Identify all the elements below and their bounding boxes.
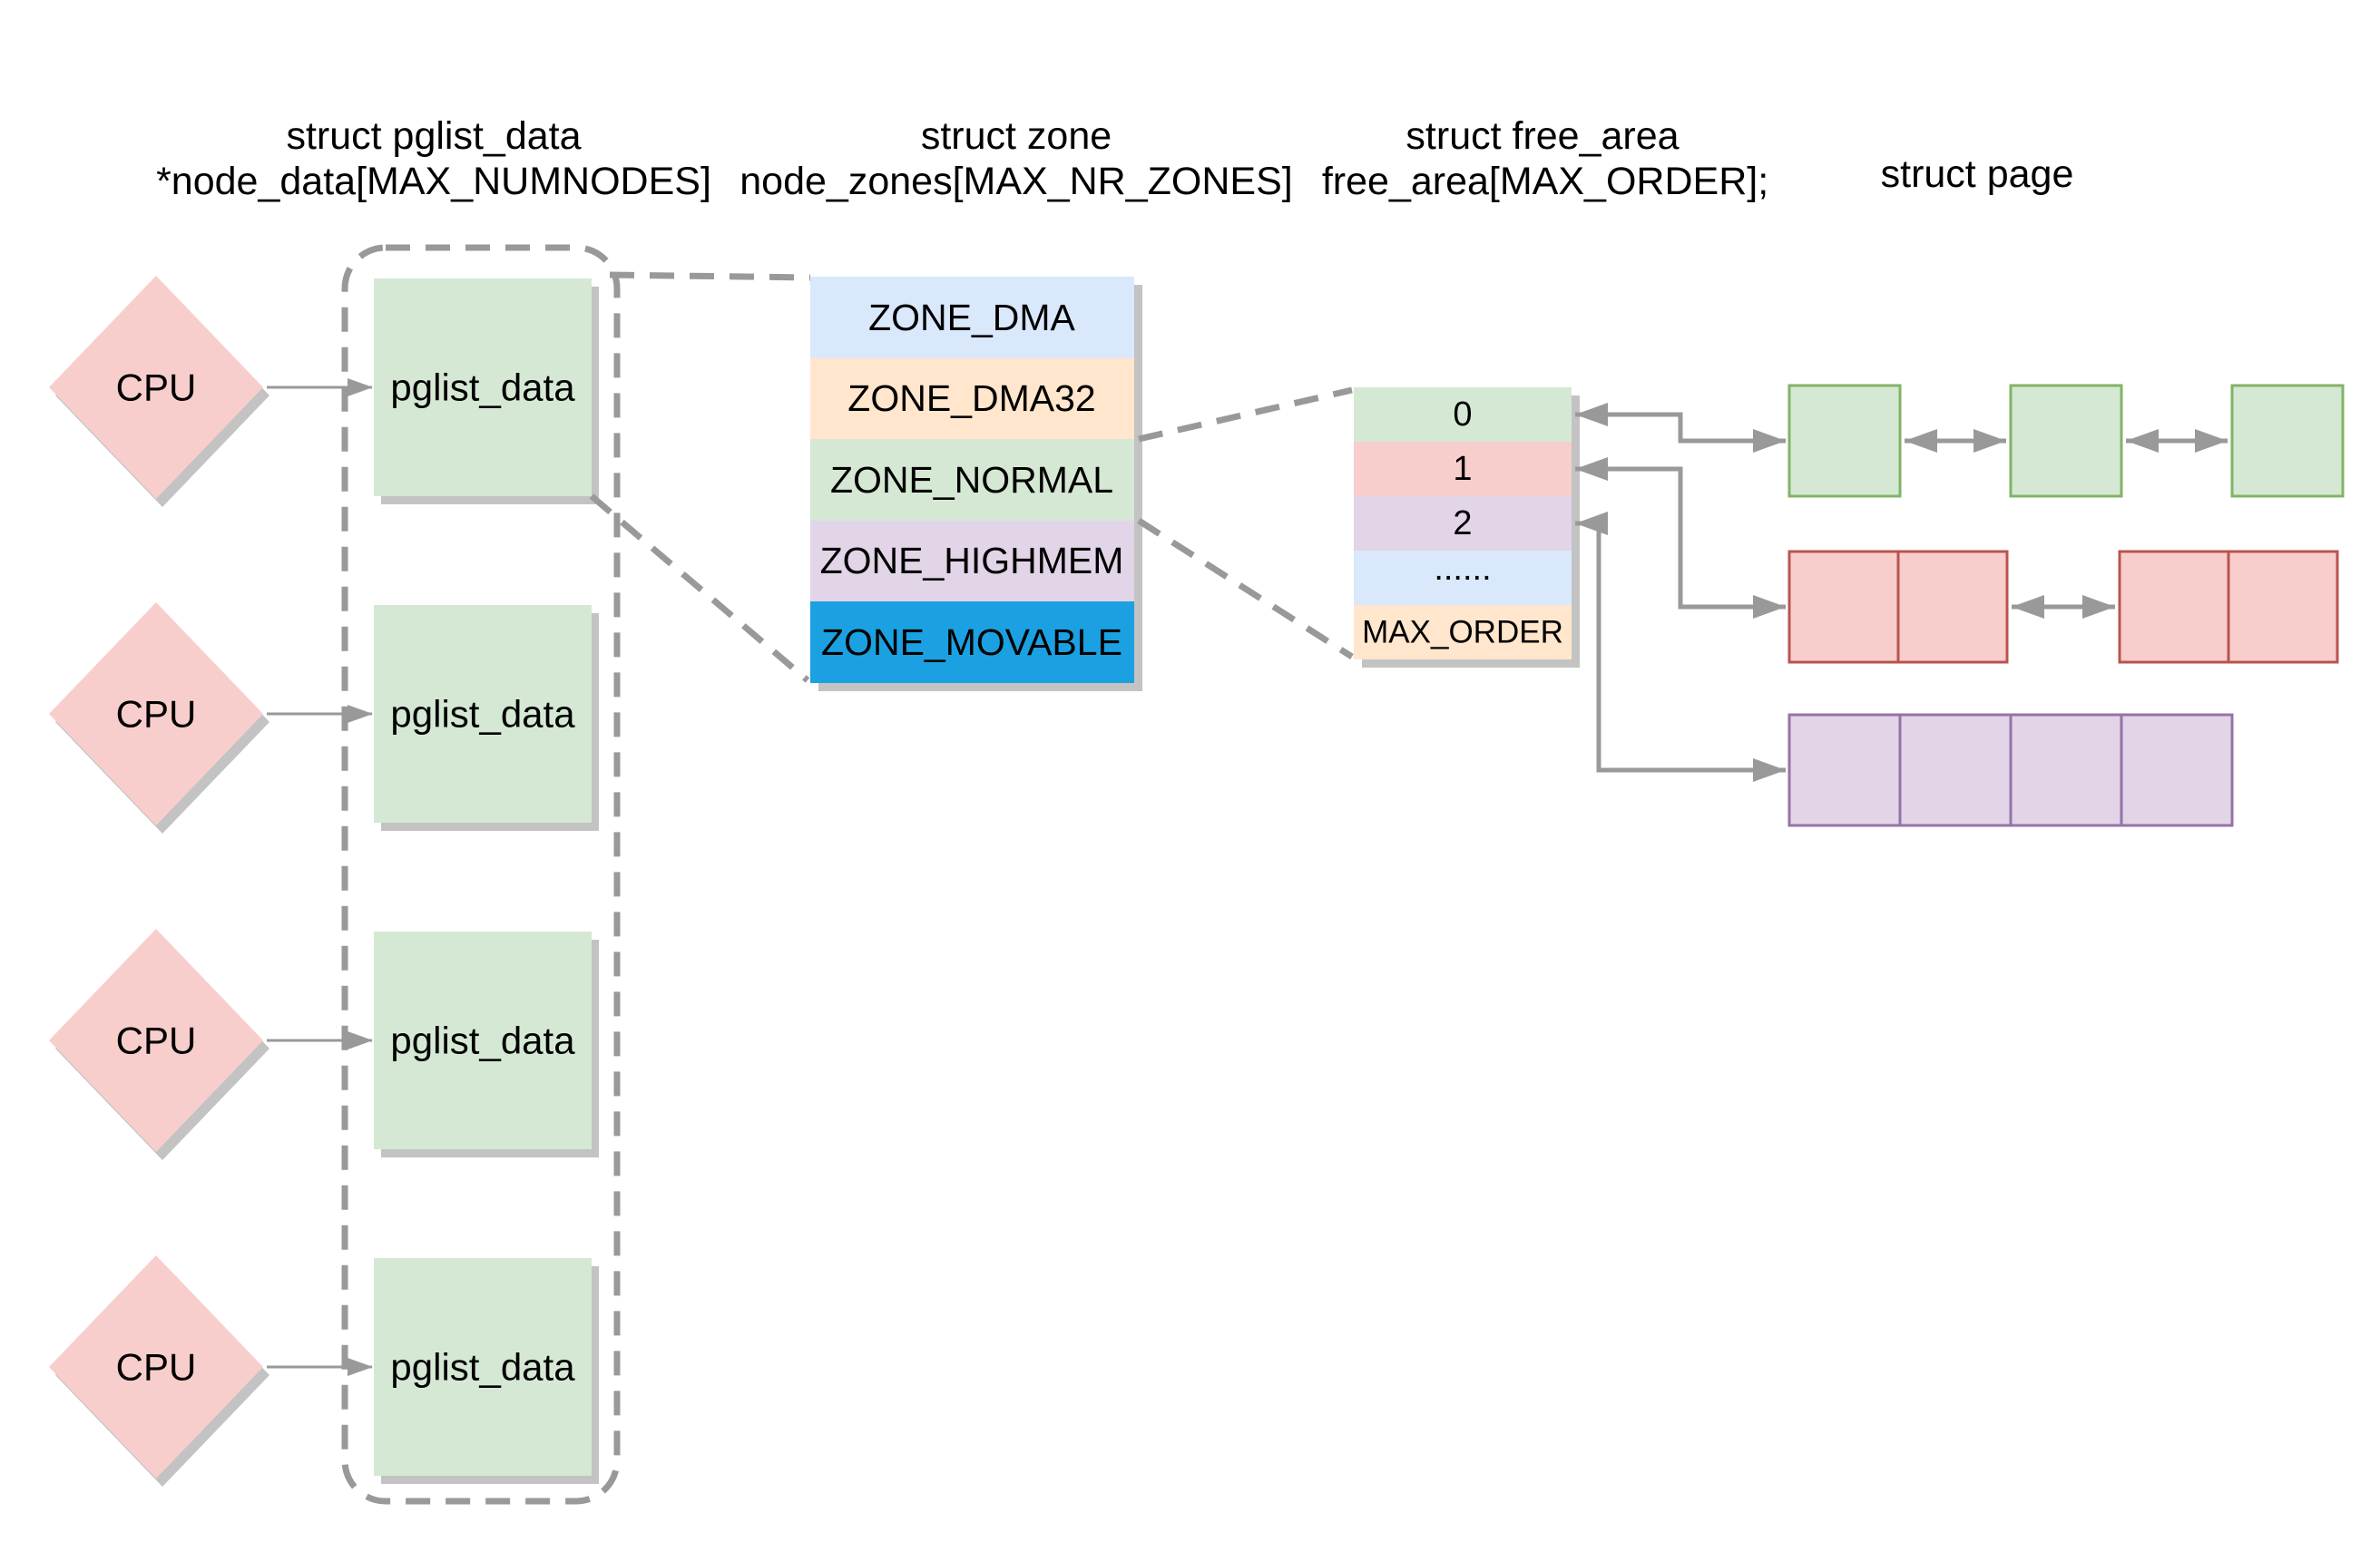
pglist-label: pglist_data [390, 1020, 575, 1062]
page-box [1787, 550, 1900, 664]
zone-row-normal [810, 439, 1134, 521]
node-array-dashed-container [341, 244, 621, 1505]
zone-table: ZONE_DMA ZONE_DMA32 ZONE_NORMAL ZONE_HIG… [810, 277, 1142, 691]
zone-label-highmem: ZONE_HIGHMEM [820, 540, 1124, 581]
dashed-link-zone-freearea-bottom [1137, 518, 1354, 659]
zone-label-dma32: ZONE_DMA32 [847, 377, 1095, 419]
cpu-row-1: CPU pglist_data [49, 276, 599, 507]
zone-label-dma: ZONE_DMA [868, 297, 1075, 338]
free-area-label-max-order: MAX_ORDER [1362, 615, 1563, 650]
page-list-order2 [1787, 713, 2234, 827]
free-area-label-2: 2 [1453, 504, 1472, 542]
header-zone-line1: struct zone [921, 114, 1112, 158]
page-box [1787, 384, 1902, 498]
page-list-order1 [1787, 550, 2339, 664]
dashed-link-zone-freearea-top [1138, 386, 1353, 443]
connector-order2 [1575, 512, 1786, 782]
header-zone-line2: node_zones[MAX_NR_ZONES] [739, 160, 1292, 203]
page-box [2120, 713, 2234, 827]
cpu-diamond [49, 929, 263, 1152]
free-area-row-max-order [1354, 605, 1572, 659]
page-box [2118, 550, 2230, 664]
free-area-row-1 [1354, 442, 1572, 496]
page-box [1787, 713, 1902, 827]
pglist-box [374, 278, 592, 496]
header-pglist-line2: *node_data[MAX_NUMNODES] [156, 160, 711, 203]
dashed-link-pglist-zone-top [609, 271, 811, 281]
dashed-link-pglist-zone-bottom [589, 493, 810, 683]
page-box [2009, 713, 2123, 827]
zone-row-dma [810, 277, 1134, 358]
page-box [2009, 384, 2123, 498]
cpu-row-3: CPU pglist_data [49, 929, 599, 1160]
cpu-diamond [49, 602, 263, 825]
zone-row-highmem [810, 521, 1134, 601]
pglist-box [374, 605, 592, 823]
connector-order0 [1575, 403, 1786, 453]
zone-label-normal: ZONE_NORMAL [830, 459, 1113, 501]
cpu-label: CPU [116, 1020, 197, 1062]
page-box [2230, 384, 2345, 498]
cpu-row-2: CPU pglist_data [49, 602, 599, 834]
cpu-label: CPU [116, 366, 197, 409]
pglist-label: pglist_data [390, 693, 575, 736]
cpu-label: CPU [116, 693, 197, 736]
cpu-diamond [49, 276, 263, 499]
free-area-row-2 [1354, 496, 1572, 551]
header-freearea-line2: free_area[MAX_ORDER]; [1322, 160, 1768, 203]
cpu-label: CPU [116, 1346, 197, 1389]
zone-label-movable: ZONE_MOVABLE [821, 621, 1122, 663]
free-area-label-1: 1 [1453, 450, 1472, 488]
header-pglist-line1: struct pglist_data [286, 114, 581, 158]
zone-row-dma32 [810, 358, 1134, 439]
cpu-row-4: CPU pglist_data [49, 1255, 599, 1487]
header-freearea-line1: struct free_area [1405, 114, 1679, 158]
header-page: struct page [1881, 152, 2074, 196]
zone-row-movable [810, 601, 1134, 683]
page-box [1896, 550, 2009, 664]
page-list-order0 [1787, 384, 2345, 498]
connector-order1 [1575, 457, 1786, 619]
pglist-label: pglist_data [390, 1346, 575, 1389]
pglist-label: pglist_data [390, 366, 575, 409]
column-headers: struct pglist_data *node_data[MAX_NUMNOD… [156, 114, 2073, 203]
page-box [2227, 550, 2339, 664]
cpu-diamond [49, 1255, 263, 1479]
free-area-table: 0 1 2 ...... MAX_ORDER [1354, 387, 1580, 668]
free-area-row-ellipsis [1354, 551, 1572, 605]
pglist-box [374, 932, 592, 1149]
page-box [1898, 713, 2013, 827]
free-area-label-0: 0 [1453, 395, 1472, 434]
pglist-box [374, 1258, 592, 1476]
free-area-row-0 [1354, 387, 1572, 442]
free-area-label-ellipsis: ...... [1434, 550, 1491, 588]
